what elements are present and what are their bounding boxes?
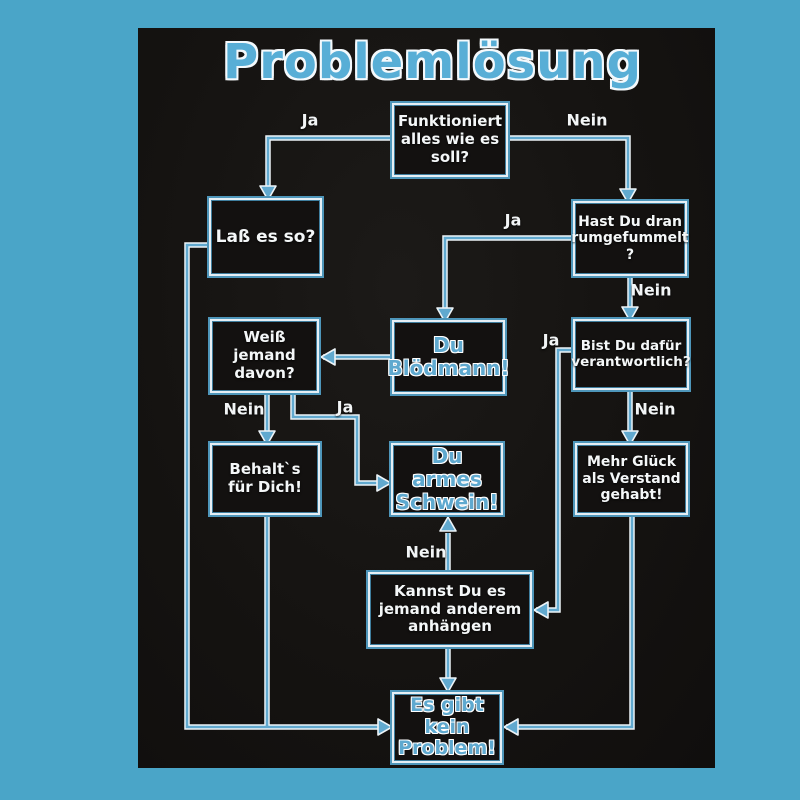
edge-label-nein-bist-glueck: Nein (634, 399, 676, 419)
edge-label-ja-weiss-schwein: Ja (336, 397, 354, 417)
edge-label-ja-hast-bloedmann: Ja (504, 210, 522, 230)
node-lass-es-so: Laß es so? (209, 198, 322, 276)
node-armes-schwein: Du armes Schwein! (391, 443, 503, 515)
edge-label-nein-weiss-behalt: Nein (223, 399, 265, 419)
flow-connectors (138, 28, 639, 736)
edge-label-ja-funktioniert-lass: Ja (301, 110, 319, 130)
node-du-bloedmann: Du Blödmann! (387, 320, 510, 394)
node-weiss-jemand: Weiß jemand davon? (210, 319, 319, 393)
arrowheads (258, 185, 639, 736)
page-title: Problemlösung (223, 34, 642, 90)
node-rumgefummelt: Hast Du dran rumgefummelt ? (571, 201, 689, 276)
node-kein-problem: Es gibt kein Problem! (392, 692, 502, 763)
node-behalt-fuer-dich: Behalt`s für Dich! (210, 443, 320, 515)
print-panel: Problemlösung (138, 28, 715, 768)
edge-label-ja-bist-kannst: Ja (542, 330, 560, 350)
edge-label-nein-kannst-schwein: Nein (405, 542, 447, 562)
node-anhaengen: Kannst Du es jemand anderem anhängen (368, 572, 532, 647)
node-verantwortlich: Bist Du dafür verantwortlich? (571, 319, 691, 390)
edge-label-nein-hast-bist: Nein (630, 280, 672, 300)
edge-label-nein-funktioniert-hast: Nein (566, 110, 608, 130)
node-mehr-glueck: Mehr Glück als Verstand gehabt! (575, 443, 688, 515)
node-funktioniert: Funktioniert alles wie es soll? (392, 103, 508, 177)
